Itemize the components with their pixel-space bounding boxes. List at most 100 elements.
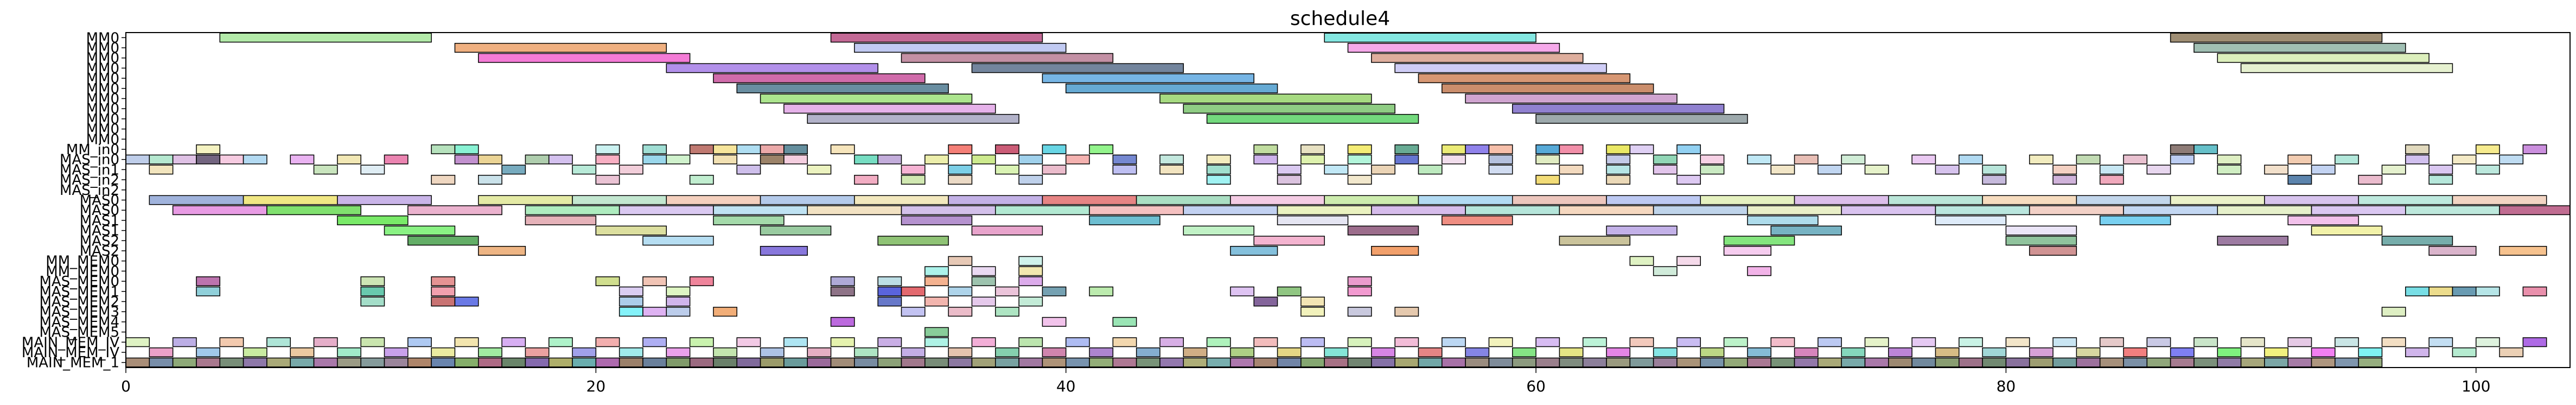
task-bar (877, 276, 902, 287)
bars-layer (125, 33, 2571, 368)
task-bar (2264, 195, 2359, 205)
task-bar (2264, 347, 2288, 357)
task-bar (572, 357, 597, 368)
task-bar (877, 154, 902, 164)
task-bar (619, 164, 643, 175)
task-bar (713, 154, 738, 164)
task-bar (1488, 164, 1513, 175)
task-bar (1394, 154, 1419, 164)
task-bar (1371, 53, 1584, 63)
task-bar (1818, 337, 1842, 347)
task-bar (760, 347, 785, 357)
task-bar (948, 164, 973, 175)
task-bar (2005, 236, 2077, 246)
task-bar (948, 144, 973, 154)
task-bar (595, 144, 620, 154)
task-bar (971, 357, 996, 368)
y-tick-label: MAS_in2 (60, 172, 119, 188)
task-bar (2452, 154, 2477, 164)
task-bar (689, 144, 714, 154)
task-bar (2099, 357, 2124, 368)
task-bar (501, 357, 526, 368)
y-tick-label: MM0 (86, 81, 119, 97)
task-bar (1347, 144, 1372, 154)
task-bar (689, 276, 714, 287)
task-bar (736, 164, 761, 175)
task-bar (196, 154, 221, 164)
task-bar (1253, 236, 1325, 246)
task-bar (924, 276, 949, 287)
task-bar (2005, 337, 2030, 347)
task-bar (1277, 286, 1302, 296)
task-bar (1324, 33, 1536, 43)
task-bar (642, 276, 667, 287)
task-bar (1089, 215, 1161, 225)
task-bar (2076, 357, 2101, 368)
y-tick-label: MAS0 (80, 202, 119, 219)
task-bar (619, 357, 643, 368)
task-bar (2335, 154, 2359, 164)
task-bar (642, 337, 667, 347)
task-bar (1559, 347, 1584, 357)
task-bar (807, 113, 1019, 124)
task-bar (384, 225, 456, 236)
task-bar (760, 93, 973, 104)
y-tick-label: MM_MEM0 (46, 254, 119, 270)
task-bar (1136, 347, 1161, 357)
task-bar (196, 144, 221, 154)
task-bar (149, 195, 244, 205)
task-bar (431, 144, 456, 154)
task-bar (454, 296, 479, 307)
task-bar (595, 154, 620, 164)
task-bar (619, 205, 714, 216)
task-bar (172, 337, 197, 347)
task-bar (196, 286, 221, 296)
task-bar (1747, 215, 1819, 225)
x-tick-label: 40 (1056, 377, 1076, 395)
task-bar (1676, 357, 1701, 368)
task-bar (1324, 164, 1349, 175)
task-bar (971, 276, 996, 287)
task-bar (407, 357, 432, 368)
y-axis-labels: MM0MM0MM0MM0MM0MM0MM0MM0MM0MM0MM0MM_in0M… (22, 30, 126, 371)
task-bar (736, 83, 949, 93)
task-bar (1770, 164, 1795, 175)
task-bar (1394, 63, 1607, 73)
task-bar (689, 337, 714, 347)
y-tick-label: MAS_MEM0 (39, 274, 119, 290)
task-bar (1277, 164, 1302, 175)
task-bar (572, 347, 597, 357)
y-tick-label: MAS2 (80, 243, 119, 260)
task-bar (454, 144, 479, 154)
task-bar (1864, 337, 1889, 347)
x-tick-label: 100 (2462, 377, 2490, 395)
task-bar (595, 276, 620, 287)
task-bar (1300, 144, 1325, 154)
task-bar (2287, 175, 2312, 185)
task-bar (2287, 337, 2312, 347)
task-bar (290, 154, 315, 164)
task-bar (1159, 357, 1184, 368)
task-bar (2029, 154, 2054, 164)
task-bar (1465, 347, 1490, 357)
task-bar (783, 154, 808, 164)
task-bar (901, 286, 926, 296)
y-tick-label: MM0 (86, 60, 119, 77)
task-bar (454, 43, 667, 53)
task-bar (1747, 205, 1842, 216)
task-bar (619, 286, 643, 296)
task-bar (1535, 144, 1560, 154)
task-bar (1206, 113, 1419, 124)
task-bar (924, 337, 949, 347)
task-bar (313, 337, 338, 347)
task-bar (1371, 357, 1395, 368)
y-tick-label: MM0 (86, 40, 119, 56)
task-bar (2475, 286, 2500, 296)
task-bar (1841, 154, 1866, 164)
task-bar (2099, 175, 2124, 185)
y-tick-label: MAS_in2 (60, 182, 119, 199)
task-bar (572, 195, 667, 205)
task-bar (525, 205, 620, 216)
task-bar (337, 195, 432, 205)
task-bar (901, 347, 926, 357)
